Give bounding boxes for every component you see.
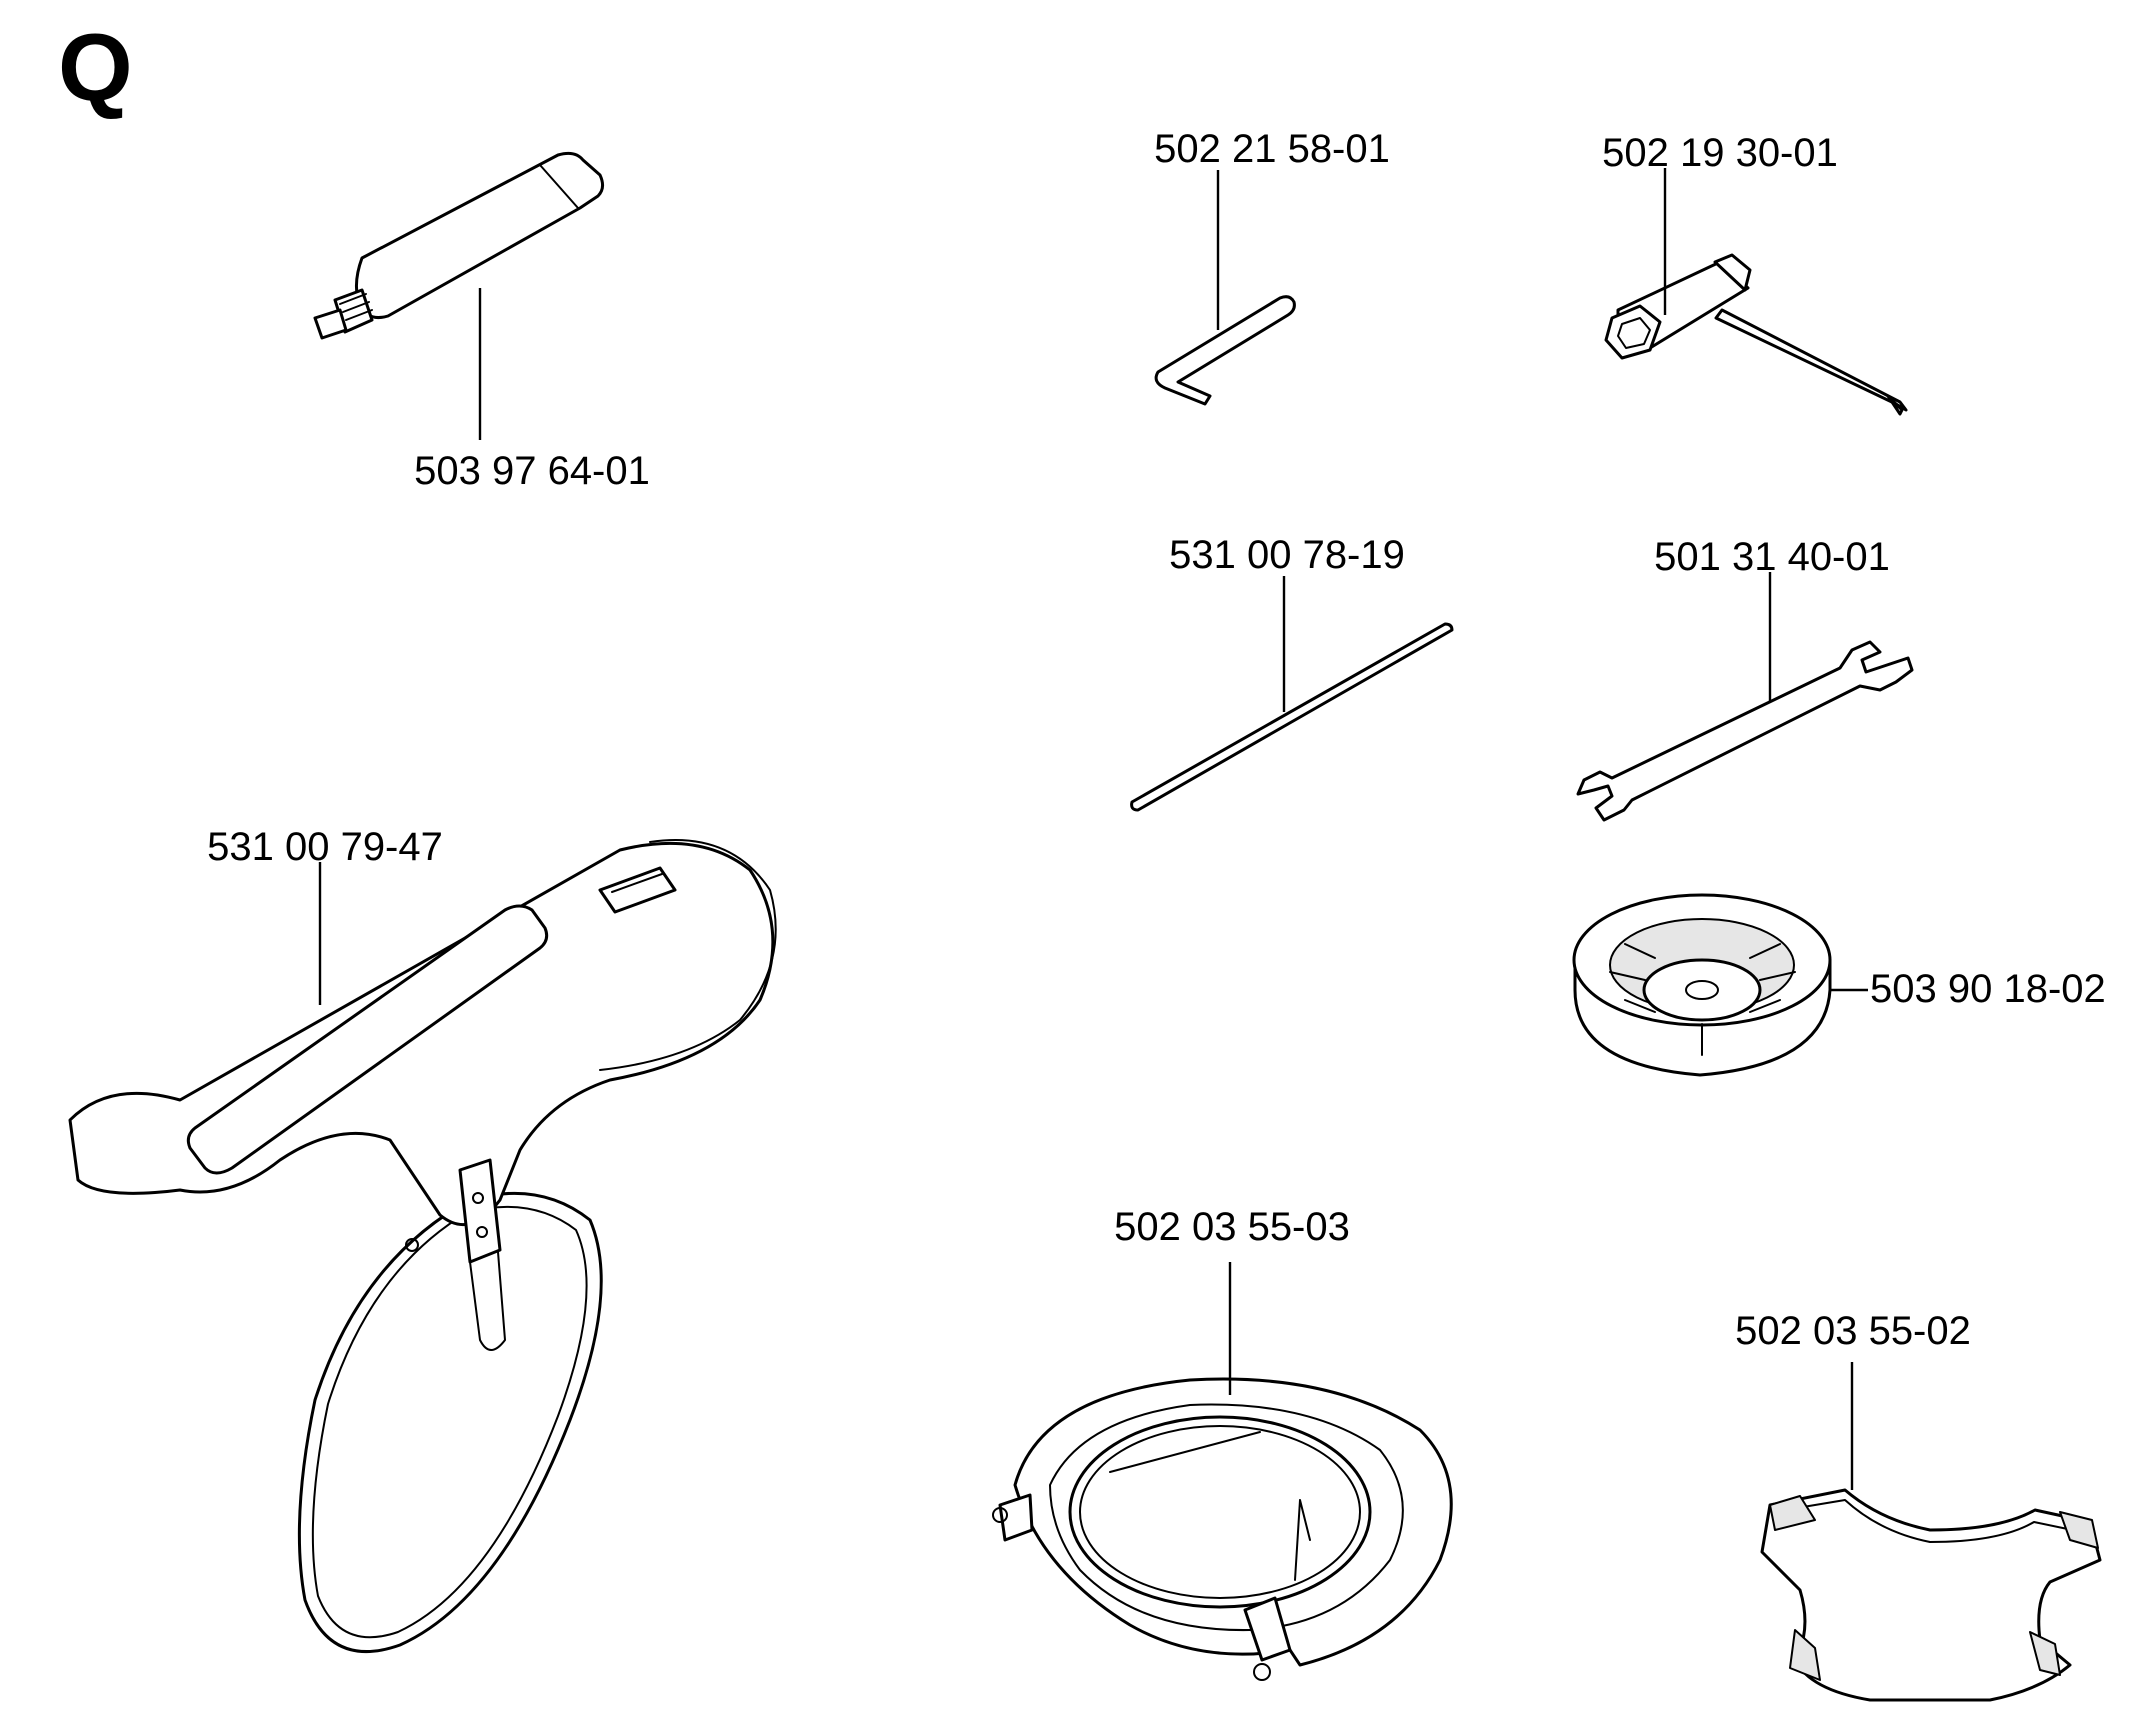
hip-pad-ring-drawing (992, 1377, 1453, 1681)
grease-gun-drawing (313, 151, 605, 340)
harness-plate-drawing (1760, 1488, 2102, 1702)
open-end-wrench-drawing (1576, 640, 1914, 822)
label-harness: 531 00 79-47 (207, 825, 443, 869)
combination-spanner-drawing (1604, 253, 1908, 416)
label-hip-pad-ring: 502 03 55-03 (1114, 1205, 1350, 1249)
label-rod: 531 00 78-19 (1169, 533, 1405, 577)
section-letter: Q (58, 14, 133, 121)
rod-drawing (1130, 622, 1454, 812)
label-grease-gun: 503 97 64-01 (414, 449, 650, 493)
label-harness-plate: 502 03 55-02 (1735, 1309, 1971, 1353)
label-open-end-wrench: 501 31 40-01 (1654, 535, 1890, 579)
hex-key-drawing (1154, 295, 1296, 406)
label-support-cup: 503 90 18-02 (1870, 967, 2106, 1011)
support-cup-drawing (1572, 893, 1832, 1077)
label-combination-spanner: 502 19 30-01 (1602, 131, 1838, 175)
label-hex-key: 502 21 58-01 (1154, 127, 1390, 171)
harness-drawing (68, 839, 777, 1654)
